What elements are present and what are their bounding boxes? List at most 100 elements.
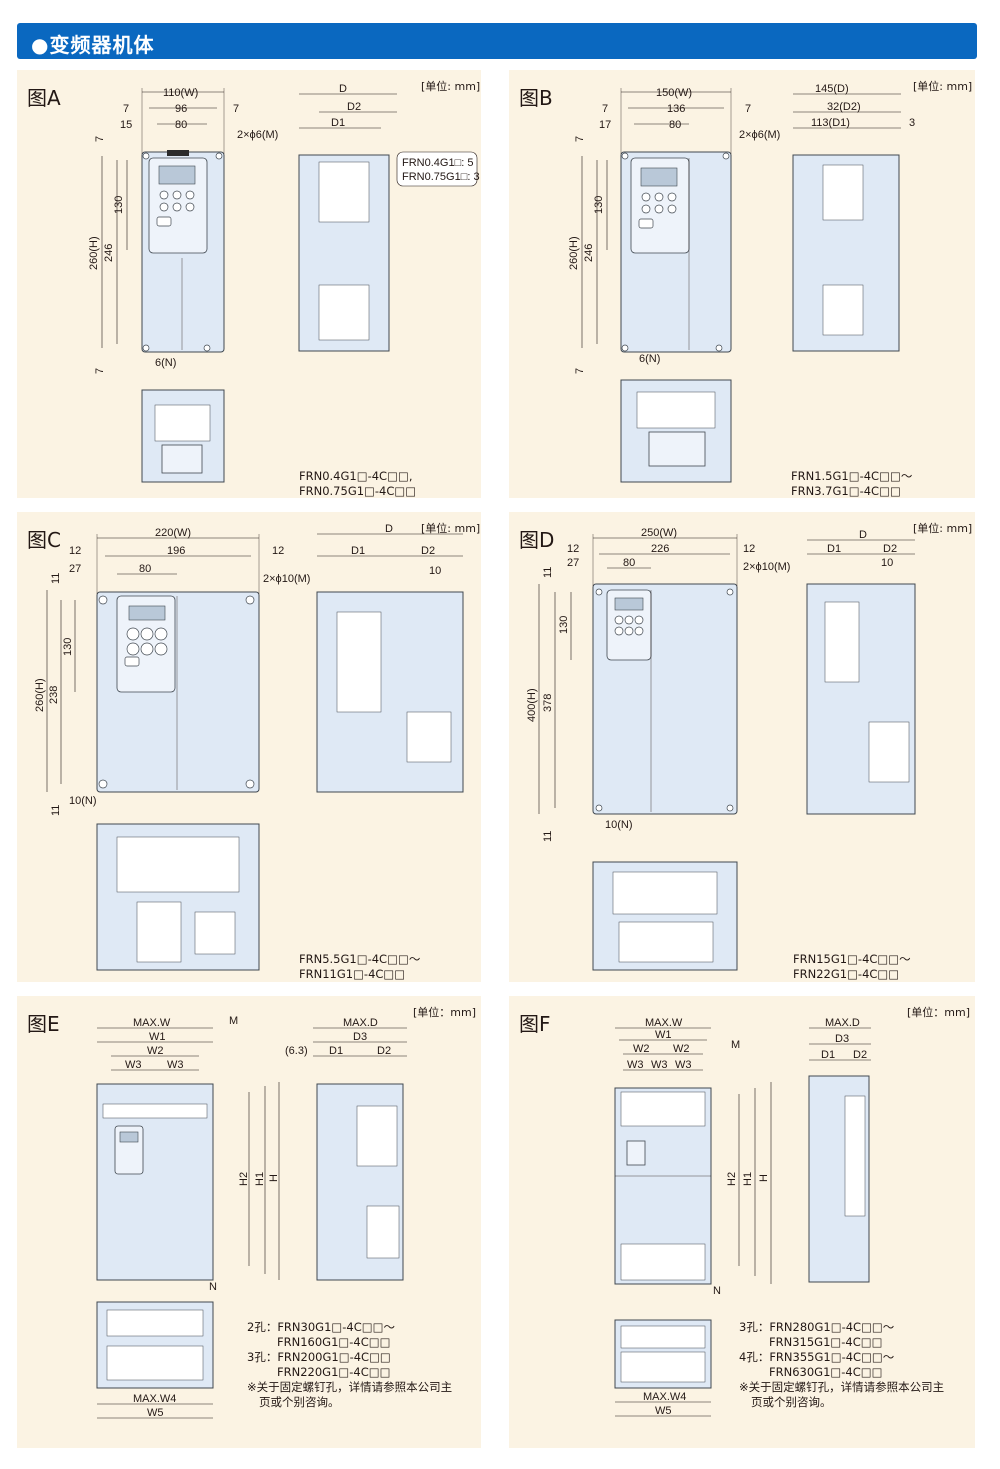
- e-note-3: 3孔：FRN200G1□-4C□□: [247, 1350, 391, 1364]
- panel-e-notes: 2孔：FRN30G1□-4C□□～ FRN160G1□-4C□□ 3孔：FRN2…: [247, 1320, 452, 1410]
- a-dim-7t: 7: [94, 136, 106, 142]
- a-dim-96: 96: [175, 103, 187, 115]
- c-dim-12r: 12: [272, 545, 284, 557]
- panel-c-unit: [单位: mm]: [421, 522, 481, 535]
- b-dim-d2: 32(D2): [827, 101, 861, 113]
- panel-d-title: 图D: [519, 528, 555, 552]
- d-dim-hole: 2×ϕ10(M): [743, 561, 790, 573]
- e-dim-d3: D3: [353, 1031, 367, 1043]
- panel-a-title: 图A: [27, 86, 61, 110]
- c-dim-11t: 11: [50, 573, 62, 584]
- c-dim-10: 10: [429, 565, 441, 577]
- d-dim-11t: 11: [542, 567, 554, 578]
- section-header: ●变频器机体: [17, 23, 977, 59]
- b-dim-w: 150(W): [656, 87, 692, 99]
- a-dim-w: 110(W): [163, 87, 198, 99]
- c-model-1: FRN5.5G1□-4C□□～: [299, 952, 421, 966]
- a-dim-7r: 7: [233, 103, 239, 115]
- e-dim-h1: H1: [254, 1172, 266, 1186]
- panel-f-unit: [单位：mm]: [907, 1006, 971, 1019]
- c-dim-d1: D1: [351, 545, 365, 557]
- e-dim-w1: W1: [149, 1031, 166, 1043]
- f-dim-w3c: W3: [675, 1059, 692, 1071]
- panel-f-notes: 3孔：FRN280G1□-4C□□～ FRN315G1□-4C□□ 4孔：FRN…: [739, 1320, 944, 1410]
- panel-d-unit: [单位: mm]: [913, 522, 973, 535]
- e-dim-maxd: MAX.D: [343, 1017, 378, 1029]
- f-dim-w3b: W3: [651, 1059, 668, 1071]
- section-title: ●变频器机体: [31, 33, 155, 57]
- panel-b: 图B [单位: mm] 150(W) 7 136 7 17 80 2×ϕ6(M)…: [509, 70, 975, 498]
- f-dim-h2: H2: [726, 1172, 738, 1186]
- f-note-5: ※关于固定螺钉孔，详情请参照本公司主: [739, 1380, 945, 1394]
- f-dim-h1: H1: [742, 1172, 754, 1186]
- e-dim-maxw: MAX.W: [133, 1017, 171, 1029]
- d-model-1: FRN15G1□-4C□□～: [793, 952, 911, 966]
- c-dim-80: 80: [139, 563, 151, 575]
- a-callout-2: FRN0.75G1□: 3: [402, 171, 480, 183]
- d-dim-27: 27: [567, 557, 579, 569]
- c-dim-h: 260(H): [34, 678, 46, 712]
- a-model-2: FRN0.75G1□-4C□□: [299, 484, 417, 498]
- d-dim-d1: D1: [827, 543, 841, 555]
- panel-c: 图C [单位: mm] 220(W) 12 196 12 27 80 2×ϕ10…: [17, 512, 481, 982]
- c-dim-12l: 12: [69, 545, 81, 557]
- e-dim-w5: W5: [147, 1407, 164, 1419]
- c-dim-d2: D2: [421, 545, 435, 557]
- f-dim-h: H: [758, 1174, 770, 1182]
- a-display: [158, 165, 196, 185]
- b-dim-3: 3: [909, 117, 915, 129]
- f-dim-d2: D2: [853, 1049, 867, 1061]
- d-dim-378: 378: [542, 694, 554, 712]
- panel-f-title: 图F: [519, 1012, 551, 1036]
- c-dim-130: 130: [62, 638, 74, 656]
- a-callout-1: FRN0.4G1□: 5: [402, 157, 473, 169]
- b-dim-7r: 7: [745, 103, 751, 115]
- e-dim-h: H: [268, 1174, 280, 1182]
- panel-a: 图A [单位: mm] 110(W) 7 96 7 15 80 2×ϕ6(M) …: [17, 70, 481, 498]
- e-note-1: 2孔：FRN30G1□-4C□□～: [247, 1320, 395, 1334]
- e-note-5: ※关于固定螺钉孔，详情请参照本公司主: [247, 1380, 453, 1394]
- a-dim-80: 80: [175, 119, 187, 131]
- e-dim-w3b: W3: [167, 1059, 184, 1071]
- a-dim-n: 6(N): [155, 357, 176, 369]
- d-dim-w: 250(W): [641, 527, 677, 539]
- a-dim-d1: D1: [331, 117, 345, 129]
- d-dim-12l: 12: [567, 543, 579, 555]
- b-dim-n: 6(N): [639, 353, 660, 365]
- a-dim-246: 246: [103, 244, 115, 262]
- f-note-6: 页或个别咨询。: [751, 1395, 832, 1409]
- e-dim-w3a: W3: [125, 1059, 142, 1071]
- c-dim-196: 196: [167, 545, 185, 557]
- b-dim-17: 17: [599, 119, 611, 131]
- e-note-4: FRN220G1□-4C□□: [277, 1365, 391, 1379]
- panel-a-models: FRN0.4G1□-4C□□, FRN0.75G1□-4C□□: [299, 469, 416, 499]
- a-dim-7l: 7: [123, 103, 129, 115]
- e-note-6: 页或个别咨询。: [259, 1395, 340, 1409]
- c-model-2: FRN11G1□-4C□□: [299, 967, 406, 981]
- c-dim-11b: 11: [50, 805, 62, 816]
- b-dim-d: 145(D): [815, 83, 849, 95]
- e-dim-maxw4: MAX.W4: [133, 1393, 176, 1405]
- b-dim-130: 130: [593, 196, 605, 214]
- d-dim-80: 80: [623, 557, 635, 569]
- f-dim-d3: D3: [835, 1033, 849, 1045]
- panel-f-drawing: MAX.W W1 W2 W2 W3 W3 W3 M H2 H1 H N MAX.…: [614, 1017, 871, 1417]
- d-dim-12r: 12: [743, 543, 755, 555]
- d-dim-d2: D2: [883, 543, 897, 555]
- b-dim-hole: 2×ϕ6(M): [739, 129, 780, 141]
- panel-e-drawing: MAX.W W1 W2 W3 W3 M H2 H1 H N MAX.D D3 (…: [96, 1015, 407, 1419]
- b-dim-7l: 7: [602, 103, 608, 115]
- panel-a-drawing: 110(W) 7 96 7 15 80 2×ϕ6(M) 260(H) 246 1…: [88, 83, 480, 483]
- panel-c-drawing: 220(W) 12 196 12 27 80 2×ϕ10(M) 260(H) 2…: [34, 523, 464, 971]
- e-dim-63: (6.3): [285, 1045, 308, 1057]
- c-dim-hole: 2×ϕ10(M): [263, 573, 310, 585]
- panel-b-title: 图B: [519, 86, 553, 110]
- d-dim-10: 10: [881, 557, 893, 569]
- e-dim-d2: D2: [377, 1045, 391, 1057]
- f-dim-w3a: W3: [627, 1059, 644, 1071]
- b-dim-136: 136: [667, 103, 685, 115]
- panel-d: 图D [单位: mm] 250(W) 12 226 12 27 80 2×ϕ10…: [509, 512, 975, 982]
- f-dim-d1: D1: [821, 1049, 835, 1061]
- panel-b-unit: [单位: mm]: [913, 80, 973, 93]
- a-dim-15: 15: [120, 119, 132, 131]
